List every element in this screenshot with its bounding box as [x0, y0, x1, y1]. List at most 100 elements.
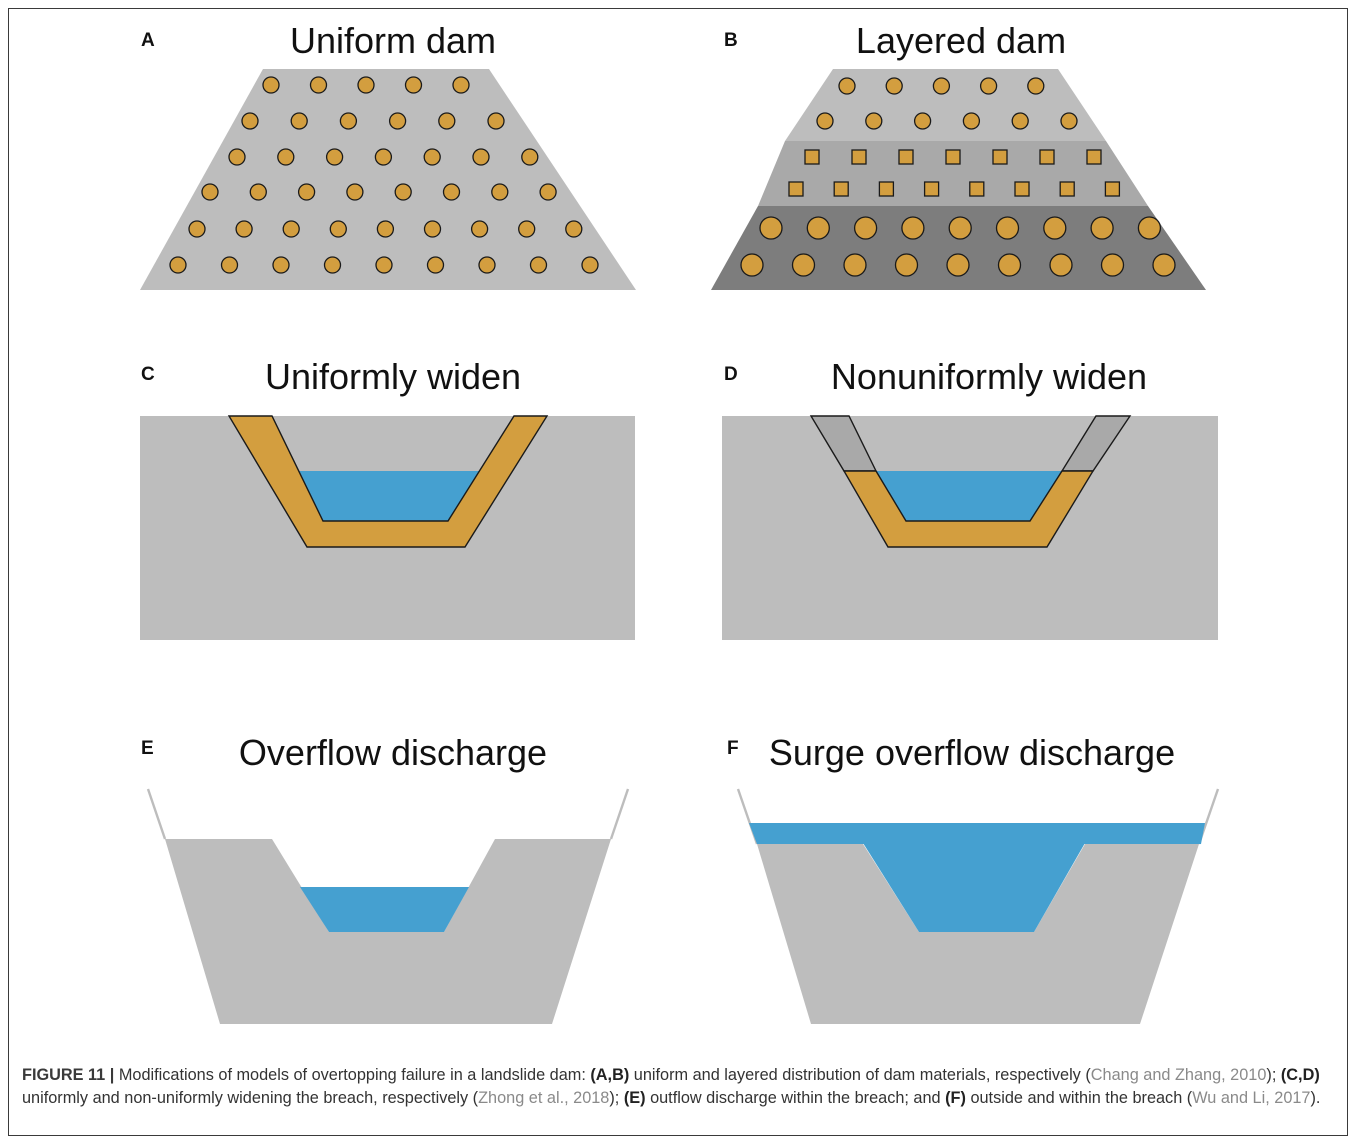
particle-circle: [487, 112, 505, 130]
particle-circle: [478, 256, 496, 274]
particle-circle: [423, 220, 442, 238]
particle-circle: [740, 253, 764, 277]
figure-label: FIGURE 11 |: [22, 1066, 115, 1084]
particle-circle: [865, 112, 883, 130]
particle-square: [1039, 149, 1055, 165]
particle-circle: [491, 183, 509, 201]
layered-dam: [711, 69, 1206, 290]
particle-circle: [325, 148, 344, 166]
particle-circle: [438, 112, 456, 130]
particle-circle: [472, 148, 490, 166]
uniform-dam: [140, 69, 636, 290]
particle-square: [788, 181, 804, 197]
particle-circle: [521, 148, 539, 166]
caption-panel-ref: (A,B): [590, 1066, 630, 1084]
panel-b-title: Layered dam: [856, 20, 1066, 61]
particle-circle: [838, 77, 856, 95]
particle-circle: [452, 76, 470, 94]
figure-diagram: A Uniform dam B Layered dam C Uniformly …: [140, 20, 1220, 1024]
caption-text: outside and within the breach (: [965, 1089, 1193, 1107]
particle-circle: [1152, 253, 1176, 277]
particle-circle: [1137, 216, 1162, 240]
caption-text: );: [1266, 1066, 1281, 1084]
particle-square: [833, 181, 849, 197]
particle-circle: [1060, 112, 1078, 130]
panel-a-letter: A: [141, 30, 155, 51]
particle-circle: [894, 253, 919, 277]
particle-circle: [470, 220, 489, 238]
overflow-discharge: [146, 788, 630, 1024]
particle-square: [898, 149, 914, 165]
dam-body: [165, 839, 611, 1024]
uniform-dam-particles: [169, 76, 599, 274]
particle-circle: [518, 220, 536, 238]
caption-text: );: [609, 1089, 624, 1107]
particle-circle: [262, 76, 280, 94]
layered-dam-particles: [740, 77, 1176, 277]
particle-square: [851, 149, 867, 165]
particle-circle: [948, 216, 972, 240]
particle-circle: [169, 256, 187, 274]
particle-circle: [375, 256, 393, 274]
citation-link[interactable]: Wu and Li, 2017: [1192, 1089, 1311, 1107]
panel-e-title: Overflow discharge: [239, 732, 547, 773]
particle-circle: [388, 112, 407, 130]
particle-square: [923, 181, 940, 197]
particle-square: [992, 149, 1008, 165]
particle-circle: [297, 183, 316, 201]
particle-square: [1014, 181, 1030, 197]
particle-circle: [816, 112, 834, 130]
particle-circle: [272, 256, 290, 274]
particle-circle: [228, 148, 246, 166]
particle-circle: [1100, 253, 1125, 277]
breach-water: [863, 843, 1085, 932]
caption-text: Modifications of models of overtopping f…: [114, 1066, 591, 1084]
particle-circle: [932, 77, 951, 95]
panel-c-letter: C: [141, 364, 155, 385]
particle-circle: [581, 256, 599, 274]
particle-circle: [346, 183, 364, 201]
particle-circle: [201, 183, 219, 201]
eroded-layer: [227, 415, 549, 548]
particle-circle: [374, 148, 393, 166]
particle-circle: [1090, 216, 1114, 240]
particle-circle: [188, 220, 206, 238]
particle-circle: [979, 77, 998, 95]
particle-square: [945, 149, 961, 165]
particle-circle: [249, 183, 267, 201]
particle-circle: [901, 216, 925, 240]
layered-dam-bottom-layer: [711, 206, 1206, 290]
figure-caption: FIGURE 11 | Modifications of models of o…: [22, 1064, 1342, 1110]
particle-square: [804, 149, 820, 165]
particle-circle: [309, 76, 328, 94]
particle-square: [969, 181, 985, 197]
breach-water: [876, 471, 1062, 521]
particle-circle: [426, 256, 445, 274]
caption-text: uniform and layered distribution of dam …: [629, 1066, 1091, 1084]
particle-circle: [565, 220, 583, 238]
uniformly-widen-breach: [140, 415, 635, 640]
particle-circle: [329, 220, 347, 238]
overflow-water-layer: [749, 823, 1205, 844]
nonuniformly-widen-breach: [722, 415, 1218, 640]
panel-d-title: Nonuniformly widen: [831, 356, 1147, 397]
particle-circle: [806, 216, 830, 240]
citation-link[interactable]: Zhong et al., 2018: [478, 1089, 610, 1107]
particle-circle: [913, 112, 932, 130]
particle-circle: [339, 112, 358, 130]
panel-b-letter: B: [724, 30, 738, 51]
particle-circle: [539, 183, 557, 201]
caption-panel-ref: (E): [623, 1089, 646, 1107]
uniform-dam-body: [140, 69, 636, 290]
particle-circle: [962, 112, 981, 130]
breach-water: [293, 471, 486, 521]
particle-circle: [1049, 253, 1073, 277]
particle-circle: [357, 76, 375, 94]
panel-d-letter: D: [724, 364, 738, 385]
citation-link[interactable]: Chang and Zhang, 2010: [1090, 1066, 1267, 1084]
particle-circle: [853, 216, 878, 240]
particle-circle: [1043, 216, 1067, 240]
panel-e-letter: E: [141, 738, 154, 759]
panel-f-title: Surge overflow discharge: [769, 732, 1175, 773]
particle-circle: [791, 253, 816, 277]
